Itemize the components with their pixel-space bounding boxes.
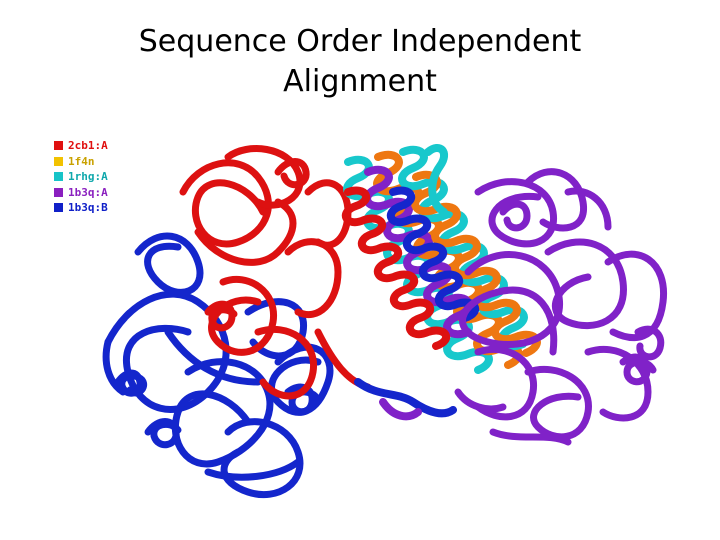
chain-1b3q-A-ribbon: [454, 168, 668, 446]
legend-swatch: [54, 141, 63, 151]
legend-item-1b3q-a: 1b3q:A: [54, 185, 108, 201]
chain-1b3q-B-ribbon: [102, 232, 334, 499]
legend-label: 2cb1:A: [68, 139, 108, 152]
legend-swatch: [54, 203, 63, 213]
legend-label: 1b3q:B: [68, 201, 108, 214]
legend-item-1f4n: 1f4n: [54, 154, 108, 170]
chain-legend: 2cb1:A 1f4n 1rhg:A 1b3q:A 1b3q:B: [54, 138, 108, 216]
legend-label: 1f4n: [68, 154, 95, 168]
legend-swatch: [54, 156, 63, 166]
protein-structure-alignment-image: [102, 144, 668, 499]
legend-swatch: [54, 187, 63, 197]
legend-label: 1b3q:A: [68, 185, 108, 199]
legend-item-1rhg-a: 1rhg:A: [54, 169, 108, 185]
legend-item-1b3q-b: 1b3q:B: [54, 200, 108, 216]
title-line-2: Alignment: [283, 64, 437, 99]
legend-label: 1rhg:A: [68, 170, 108, 183]
legend-swatch: [54, 172, 63, 182]
title-line-1: Sequence Order Independent: [138, 24, 582, 59]
slide-title: Sequence Order Independent Alignment: [0, 22, 720, 102]
legend-item-2cb1-a: 2cb1:A: [54, 138, 108, 154]
aligned-helix-bundle: [341, 144, 541, 421]
